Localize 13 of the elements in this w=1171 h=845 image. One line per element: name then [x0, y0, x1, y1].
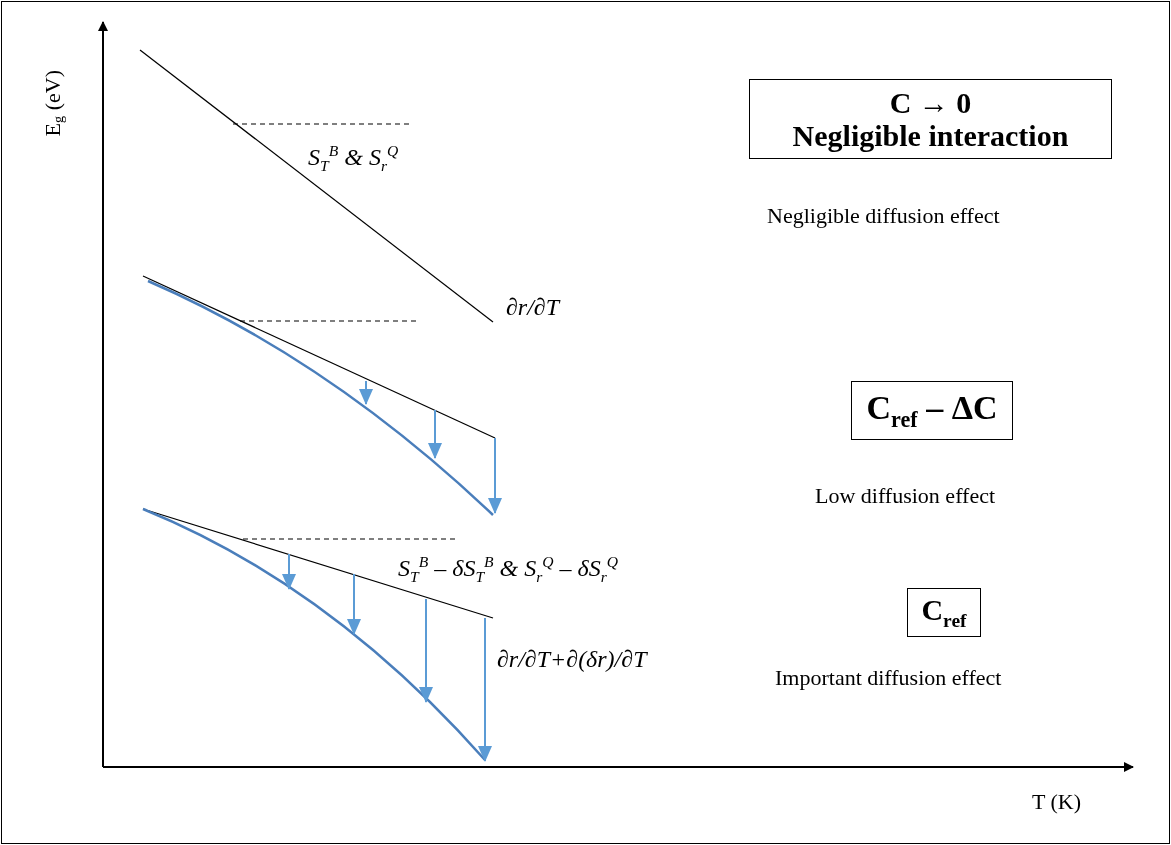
formula-text: ∂r/∂T+∂(δr)/∂T	[497, 646, 647, 673]
box-title: Negligible interaction	[792, 119, 1069, 152]
formula-text: C$_{ref}$	[921, 593, 967, 632]
annotation-text: Important diffusion effect	[775, 665, 1002, 691]
formula-text: C$_{ref}$ – ΔC	[866, 388, 998, 433]
label-box	[851, 381, 1013, 440]
formula-text: C → 0	[889, 86, 972, 119]
axis-label: T (K)	[1032, 789, 1082, 815]
label-box	[749, 79, 1112, 159]
annotation-text: Low diffusion effect	[815, 483, 996, 509]
annotation-text: Negligible diffusion effect	[767, 203, 1000, 229]
formula-text: ∂r/∂T	[506, 294, 560, 321]
label-box	[907, 588, 981, 637]
